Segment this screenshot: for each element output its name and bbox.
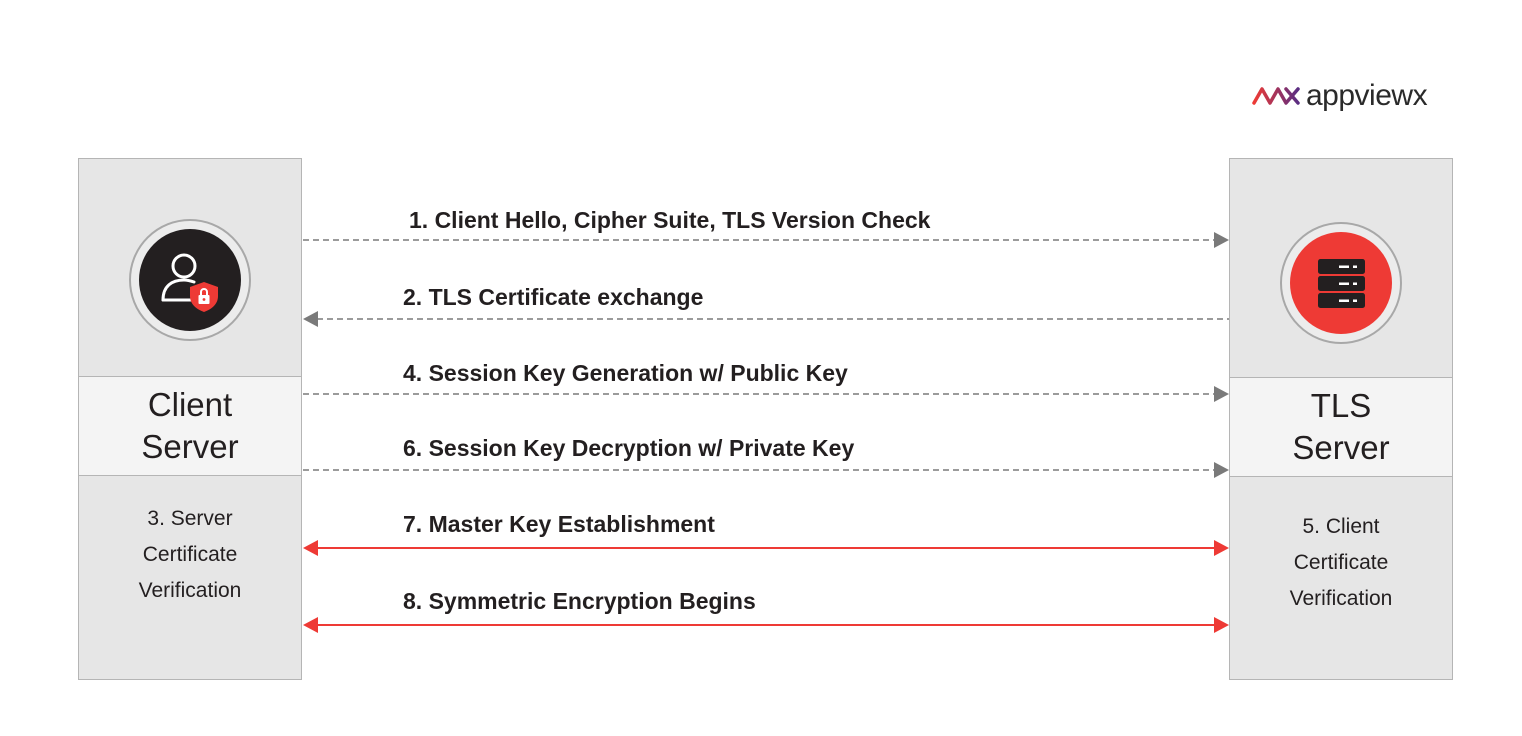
arrowhead-right-icon	[1214, 617, 1229, 633]
arrowhead-left-icon	[303, 540, 318, 556]
tls-server-name-label: TLS Server	[1230, 377, 1452, 477]
server-name-line-2: Server	[1292, 429, 1390, 466]
server-rack-icon	[1318, 259, 1365, 308]
client-name-line-2: Server	[141, 428, 239, 465]
verify-line-1: 3. Server	[147, 507, 233, 530]
appviewx-wave-icon	[1252, 87, 1300, 105]
message-label-8: 8. Symmetric Encryption Begins	[403, 588, 756, 614]
client-icon-badge	[129, 219, 251, 341]
tls-server-panel: TLS Server 5. Client Certificate Verific…	[1229, 158, 1453, 680]
arrowhead-right-icon	[1214, 462, 1229, 478]
verify-line-3: Verification	[1289, 587, 1393, 610]
verify-line-2: Certificate	[142, 543, 238, 566]
message-label-7: 7. Master Key Establishment	[403, 511, 715, 537]
arrowhead-right-icon	[1214, 232, 1229, 248]
user-shield-lock-icon	[161, 253, 218, 312]
message-label-2: 2. TLS Certificate exchange	[403, 284, 704, 310]
message-label-6: 6. Session Key Decryption w/ Private Key	[403, 435, 855, 461]
logo-text: appviewx	[1306, 79, 1428, 112]
arrowhead-right-icon	[1214, 540, 1229, 556]
verify-line-1: 5. Client	[1302, 515, 1380, 538]
server-certificate-verification-step: 3. Server Certificate Verification	[79, 501, 301, 609]
client-certificate-verification-step: 5. Client Certificate Verification	[1230, 509, 1452, 617]
arrowhead-left-icon	[303, 617, 318, 633]
verify-line-2: Certificate	[1293, 551, 1389, 574]
verify-line-3: Verification	[138, 579, 242, 602]
client-name-label: Client Server	[79, 376, 301, 476]
arrowhead-left-icon	[303, 311, 318, 327]
client-name-line-1: Client	[147, 386, 233, 423]
appviewx-logo: appviewx	[1252, 78, 1428, 114]
arrowhead-right-icon	[1214, 386, 1229, 402]
server-name-line-1: TLS	[1310, 387, 1372, 424]
server-icon-badge	[1280, 222, 1402, 344]
message-label-4: 4. Session Key Generation w/ Public Key	[403, 360, 848, 386]
message-label-1: 1. Client Hello, Cipher Suite, TLS Versi…	[409, 207, 931, 233]
client-server-panel: Client Server 3. Server Certificate Veri…	[78, 158, 302, 680]
